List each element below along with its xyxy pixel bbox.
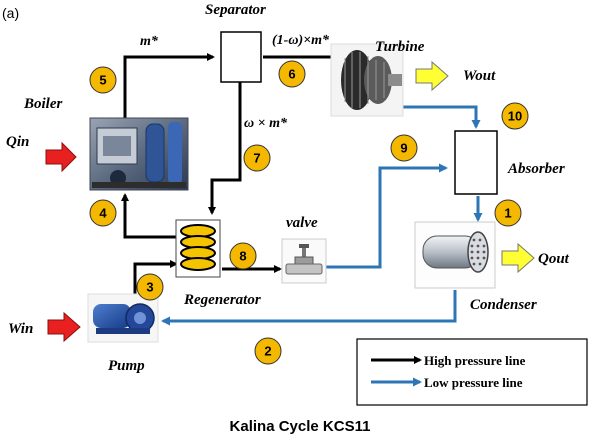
absorber-label: Absorber (507, 161, 565, 177)
flow-m-star: m* (140, 34, 159, 49)
turbine-shaft (388, 74, 402, 86)
panel-label: (a) (2, 5, 19, 21)
q-out: Qout (501, 242, 570, 274)
w-out-label: Wout (463, 68, 496, 84)
badge-8: 8 (229, 242, 257, 270)
turbine-rotor-front (364, 56, 392, 104)
svg-text:7: 7 (253, 151, 260, 166)
line-4 (121, 193, 178, 239)
q-out-label: Qout (538, 251, 570, 267)
regenerator: Regenerator (175, 219, 261, 308)
line-7 (208, 82, 242, 215)
badge-3: 3 (136, 273, 164, 301)
q-in-arrow (45, 141, 77, 173)
badge-10: 10 (501, 102, 529, 130)
flow-turbine: (1-ω)×m* (272, 33, 330, 48)
badge-5: 5 (89, 66, 117, 94)
badge-6: 6 (278, 60, 306, 88)
separator-box (220, 31, 262, 83)
badge-2: 2 (254, 337, 282, 365)
w-out-arrow (415, 60, 449, 92)
low-pressure-lines (161, 105, 483, 326)
absorber: Absorber (454, 130, 565, 195)
figure-caption: Kalina Cycle KCS11 (230, 418, 371, 435)
turbine: Turbine (330, 39, 425, 117)
svg-text:4: 4 (99, 206, 107, 221)
w-in-arrow (47, 311, 81, 343)
badge-1: 1 (494, 199, 522, 227)
boiler: Boiler (23, 96, 189, 191)
legend-high-label: High pressure line (424, 353, 526, 368)
separator-label: Separator (205, 2, 266, 18)
high-pressure-lines (121, 53, 346, 294)
regenerator-label: Regenerator (183, 292, 261, 308)
badge-9: 9 (390, 134, 418, 162)
turbine-rotor-back (341, 50, 373, 110)
svg-text:2: 2 (264, 344, 271, 359)
svg-text:1: 1 (504, 206, 511, 221)
line-10 (398, 105, 481, 129)
svg-text:8: 8 (239, 249, 246, 264)
boiler-label: Boiler (23, 96, 62, 112)
svg-text:9: 9 (400, 141, 407, 156)
w-in-label: Win (8, 321, 33, 337)
condenser: Condenser (414, 221, 537, 313)
svg-text:5: 5 (99, 73, 106, 88)
svg-text:3: 3 (146, 280, 153, 295)
state-badges: 1 2 3 4 5 6 7 8 9 10 (89, 60, 529, 365)
valve: valve (281, 215, 327, 284)
badge-4: 4 (89, 199, 117, 227)
svg-text:6: 6 (288, 67, 295, 82)
line-9 (325, 163, 448, 269)
w-in: Win (8, 311, 81, 343)
flow-omega: ω × m* (244, 116, 288, 131)
q-in: Qin (6, 134, 77, 173)
condenser-label: Condenser (470, 297, 537, 313)
pump: Pump (87, 293, 159, 374)
q-in-label: Qin (6, 134, 29, 150)
turbine-label: Turbine (375, 39, 425, 55)
pump-label: Pump (108, 358, 145, 374)
legend-low-label: Low pressure line (424, 375, 523, 390)
line-2 (161, 290, 457, 326)
legend: High pressure line Low pressure line (356, 338, 588, 406)
badge-7: 7 (243, 144, 271, 172)
line-5 (123, 53, 215, 118)
svg-text:10: 10 (508, 109, 522, 124)
legend-box (356, 338, 588, 406)
q-out-arrow (501, 242, 535, 274)
absorber-box (454, 130, 498, 195)
valve-label: valve (286, 215, 318, 231)
w-out: Wout (415, 60, 496, 92)
line-3 (133, 260, 178, 294)
separator: Separator (205, 2, 266, 83)
